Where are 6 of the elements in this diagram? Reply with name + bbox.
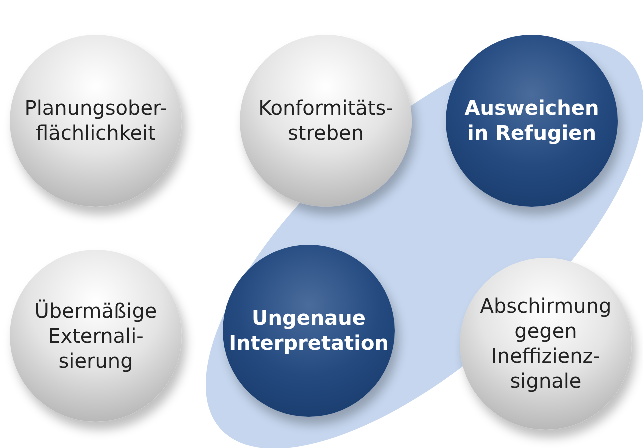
node-label: Konformitäts- streben [258,96,394,146]
node-label: Ungenaue Interpretation [229,306,389,356]
node-label: Ausweichen in Refugien [464,96,600,146]
node-label: Übermäßige Externali- sierung [34,298,158,374]
node-label: Abschirmung gegen Ineffizienz- signale [479,294,613,394]
node-label: Planungsober- flächlichkeit [24,96,168,146]
